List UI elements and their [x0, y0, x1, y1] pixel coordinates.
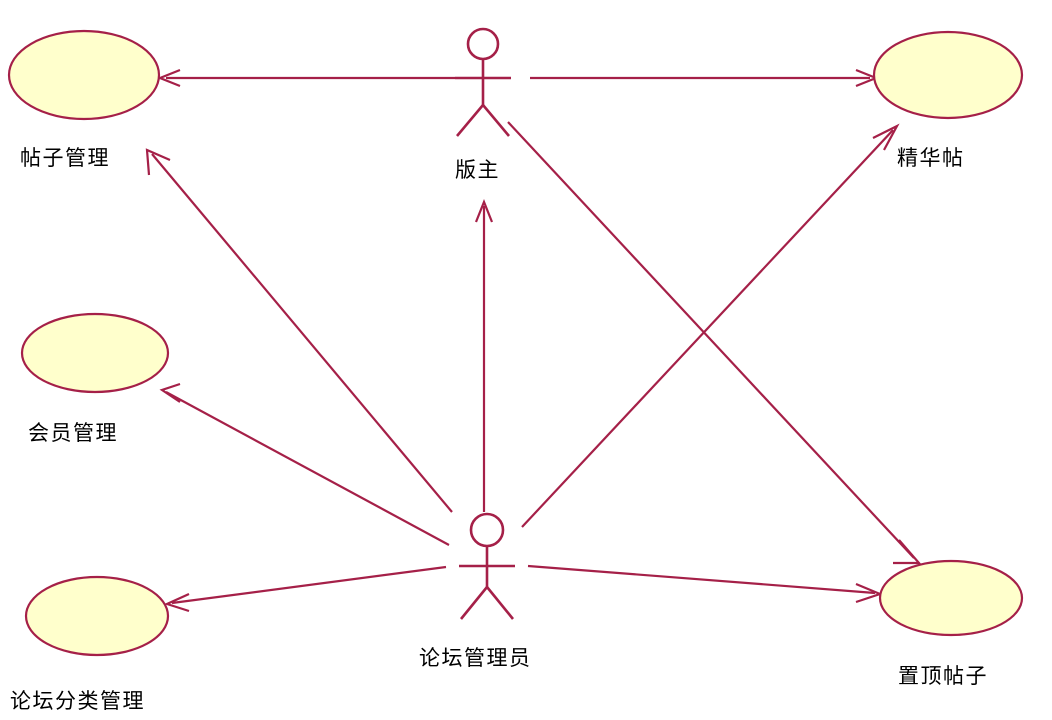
relation-admin-to-forum-category-mgmt[interactable]	[163, 565, 447, 613]
relation-moderator-to-post-management[interactable]	[157, 68, 455, 88]
use-case-pinned-post[interactable]	[878, 559, 1024, 637]
relation-admin-to-post-management[interactable]	[145, 148, 453, 513]
use-case-label-pinned-post: 置顶帖子	[898, 664, 988, 688]
use-case-label-featured-post: 精华帖	[897, 146, 965, 170]
use-case-label-post-management: 帖子管理	[20, 146, 110, 170]
use-case-member-management[interactable]	[20, 312, 170, 394]
relation-admin-to-featured-post[interactable]	[521, 123, 900, 528]
actor-administrator[interactable]	[459, 512, 515, 620]
use-case-label-forum-category-management: 论坛分类管理	[10, 689, 145, 713]
use-case-post-management[interactable]	[7, 29, 161, 121]
relation-admin-to-pinned-post[interactable]	[527, 564, 884, 604]
relation-moderator-to-pinned-post[interactable]	[507, 121, 922, 565]
actor-label-moderator: 版主	[455, 158, 500, 182]
use-case-label-member-management: 会员管理	[28, 421, 118, 445]
actor-label-administrator: 论坛管理员	[419, 646, 532, 670]
relation-admin-generalizes-moderator[interactable]	[474, 199, 494, 512]
relation-moderator-to-featured-post[interactable]	[530, 68, 879, 88]
use-case-featured-post[interactable]	[872, 30, 1024, 120]
relation-admin-to-member-management[interactable]	[159, 382, 450, 546]
use-case-forum-category-management[interactable]	[24, 575, 170, 657]
actor-moderator[interactable]	[455, 27, 511, 137]
